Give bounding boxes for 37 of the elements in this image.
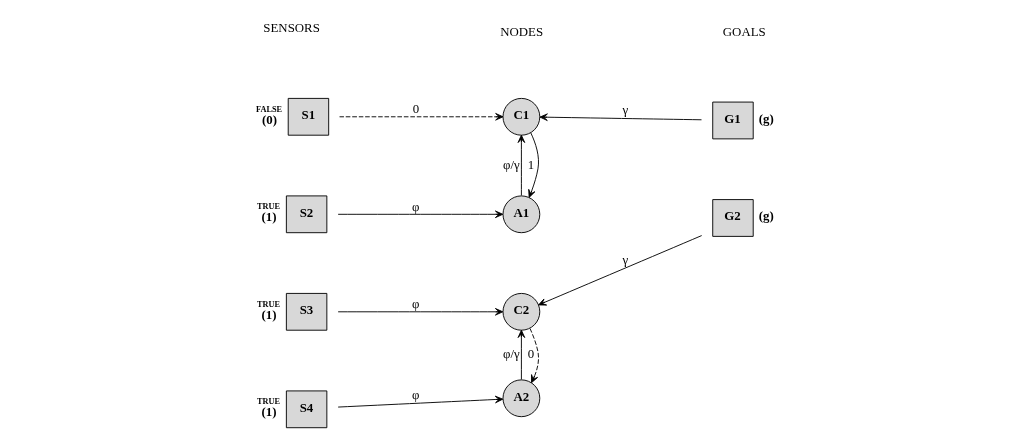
arrow bbox=[517, 329, 525, 380]
arrow bbox=[529, 328, 539, 384]
arrow bbox=[527, 132, 539, 198]
node-label: (1) bbox=[261, 210, 277, 225]
node-label: (g) bbox=[758, 111, 774, 126]
edge-label: φ/γ bbox=[502, 157, 520, 172]
node-label: (g) bbox=[758, 209, 774, 224]
edge-label: φ bbox=[411, 297, 419, 312]
node-label: TRUE bbox=[256, 397, 280, 407]
arrow bbox=[539, 113, 702, 121]
arrow bbox=[337, 308, 503, 316]
label: GOALS bbox=[722, 24, 766, 39]
label: NODES bbox=[499, 24, 543, 39]
edge-label: φ bbox=[411, 388, 419, 403]
edge-label: 0 bbox=[412, 102, 419, 117]
edge-label: γ bbox=[622, 103, 628, 118]
node-circle: C2 bbox=[502, 292, 540, 331]
node-label: TRUE bbox=[256, 202, 280, 212]
arrow bbox=[338, 113, 503, 121]
node-circle: C1 bbox=[502, 97, 540, 136]
edge-label: 0 bbox=[527, 347, 534, 362]
arrow bbox=[537, 235, 702, 306]
node-label: (1) bbox=[261, 307, 277, 322]
arrow bbox=[337, 210, 503, 219]
edge-label: γ bbox=[622, 253, 628, 268]
arrow bbox=[337, 395, 503, 408]
node-circle: A1 bbox=[502, 195, 540, 234]
arrow bbox=[517, 134, 525, 196]
node-label: (1) bbox=[261, 405, 277, 420]
edge-label: φ bbox=[411, 199, 419, 214]
label: SENSORS bbox=[262, 20, 320, 35]
node-label: FALSE bbox=[255, 104, 282, 114]
edge-label: 1 bbox=[527, 157, 534, 172]
node-label: TRUE bbox=[256, 299, 280, 309]
node-label: (0) bbox=[261, 112, 277, 127]
edge-label: φ/γ bbox=[502, 347, 520, 362]
node-circle: A2 bbox=[502, 379, 540, 418]
